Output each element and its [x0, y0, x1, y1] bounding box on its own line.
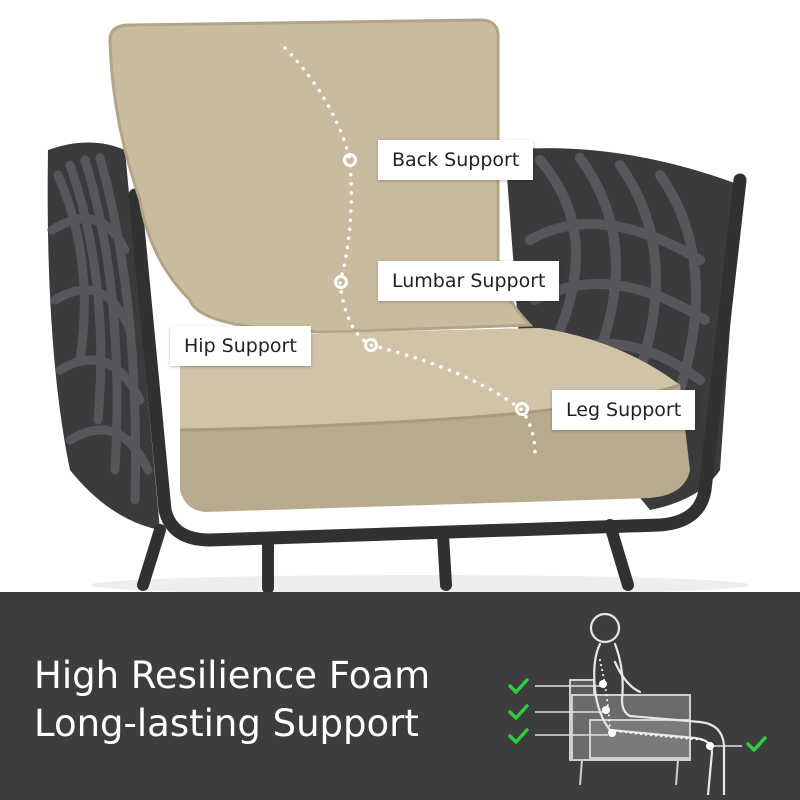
- back-marker: [343, 153, 357, 167]
- headline-line-2: Long-lasting Support: [34, 702, 419, 745]
- check-icon: [746, 736, 767, 752]
- hip-marker: [364, 338, 378, 352]
- chair-photo: Back Support Lumbar Support Hip Support …: [47, 18, 750, 592]
- left-woven-arm: [47, 142, 160, 530]
- metal-frame: [128, 173, 747, 592]
- seating-diagram: [508, 612, 767, 795]
- leg-marker: [515, 402, 529, 416]
- diagram-leg-dot: [706, 742, 714, 750]
- diagram-hip-dot: [608, 729, 616, 737]
- leg-support-label: Leg Support: [552, 390, 696, 430]
- support-markers: [334, 153, 529, 416]
- diagram-back-dot: [599, 680, 607, 688]
- hip-support-label: Hip Support: [170, 326, 311, 366]
- diagram-lumbar-dot: [602, 706, 610, 714]
- diagram-pointer-lines: [535, 685, 742, 747]
- check-icon: [508, 678, 529, 694]
- back-support-label: Back Support: [378, 140, 534, 180]
- headline-line-1: High Resilience Foam: [34, 654, 431, 697]
- lumbar-marker: [334, 275, 348, 289]
- check-icon: [508, 704, 529, 720]
- check-icon: [508, 728, 529, 744]
- lumbar-support-label: Lumbar Support: [378, 261, 560, 301]
- sofa-icon: [569, 679, 691, 786]
- support-path-line: [283, 46, 537, 454]
